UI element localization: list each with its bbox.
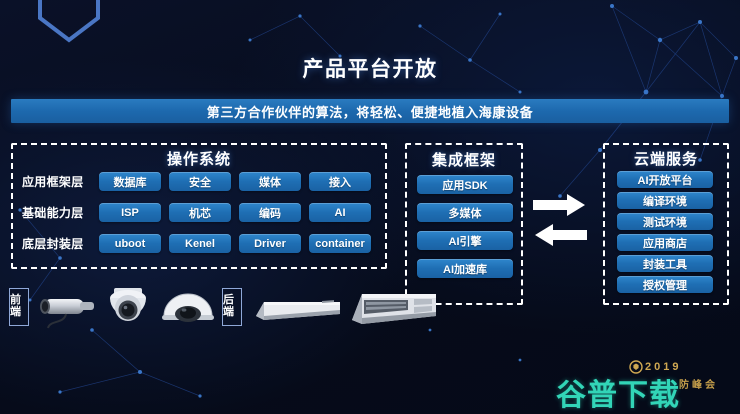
- front-end-tier-label: 前端: [9, 288, 29, 326]
- nvr-recorder-icon: [256, 300, 340, 320]
- arrow-right-icon: [533, 194, 585, 216]
- hexagon-decoration-icon: [38, 0, 100, 43]
- summit-shield-icon: [629, 360, 643, 374]
- watermark-text: 谷普下载: [556, 379, 680, 412]
- os-module-button[interactable]: AI: [309, 203, 371, 222]
- os-module-button[interactable]: Kenel: [169, 234, 231, 253]
- integration-framework-list: 应用SDK 多媒体 AI引擎 AI加速库: [417, 175, 513, 278]
- bidirectional-arrows: [533, 194, 587, 246]
- os-layer-row-base-capability: 基础能力层 ISP 机芯 编码 AI: [13, 203, 385, 222]
- arrow-left-icon: [535, 224, 587, 246]
- operating-system-panel: 操作系统 应用框架层 数据库 安全 媒体 接入 基础能力层 ISP 机芯 编码 …: [11, 143, 387, 269]
- integration-module-button[interactable]: AI加速库: [417, 259, 513, 278]
- integration-module-button[interactable]: 应用SDK: [417, 175, 513, 194]
- ptz-dome-camera-icon: [110, 288, 146, 321]
- operating-system-panel-title: 操作系统: [166, 151, 231, 168]
- bullet-camera-icon: [40, 299, 94, 329]
- cloud-service-button[interactable]: 编译环境: [617, 192, 713, 209]
- os-layer-label: 底层封装层: [22, 237, 84, 251]
- os-module-button[interactable]: Driver: [239, 234, 301, 253]
- os-module-button[interactable]: 媒体: [239, 172, 301, 191]
- cloud-services-panel-title: 云端服务: [633, 151, 698, 168]
- summit-logo-year: 2019: [645, 361, 682, 373]
- os-module-button[interactable]: 机芯: [169, 203, 231, 222]
- summit-logo-subtitle: 防峰会: [679, 380, 718, 391]
- cloud-service-button[interactable]: AI开放平台: [617, 171, 713, 188]
- os-layer-label: 基础能力层: [22, 206, 84, 220]
- os-module-button[interactable]: 数据库: [99, 172, 161, 191]
- integration-framework-panel-title: 集成框架: [431, 152, 496, 169]
- os-module-button[interactable]: 编码: [239, 203, 301, 222]
- dome-camera-icon: [162, 293, 214, 322]
- cloud-service-button[interactable]: 封装工具: [617, 255, 713, 272]
- integration-module-button[interactable]: 多媒体: [417, 203, 513, 222]
- cloud-service-button[interactable]: 测试环境: [617, 213, 713, 230]
- integration-module-button[interactable]: AI引擎: [417, 231, 513, 250]
- os-layer-row-low-level-encapsulation: 底层封装层 uboot Kenel Driver container: [13, 234, 385, 253]
- subtitle-banner: 第三方合作伙伴的算法，将轻松、便捷地植入海康设备: [11, 99, 729, 123]
- summit-logo: 2019 防峰会: [623, 360, 731, 392]
- back-end-tier-text: 后端: [223, 294, 234, 318]
- device-strip: 前端 后端: [0, 282, 740, 334]
- back-end-tier-label: 后端: [222, 288, 242, 326]
- os-layer-row-application-framework: 应用框架层 数据库 安全 媒体 接入: [13, 172, 385, 191]
- integration-framework-panel: 集成框架 应用SDK 多媒体 AI引擎 AI加速库: [405, 143, 523, 305]
- cloud-service-button[interactable]: 授权管理: [617, 276, 713, 293]
- os-module-button[interactable]: uboot: [99, 234, 161, 253]
- os-layer-label: 应用框架层: [22, 175, 84, 189]
- os-module-button[interactable]: 安全: [169, 172, 231, 191]
- page-title: 产品平台开放: [302, 58, 438, 81]
- rack-server-icon: [352, 294, 436, 324]
- front-end-tier-text: 前端: [10, 294, 21, 318]
- os-module-button[interactable]: container: [309, 234, 371, 253]
- cloud-services-list: AI开放平台 编译环境 测试环境 应用商店 封装工具 授权管理: [617, 171, 713, 293]
- cloud-service-button[interactable]: 应用商店: [617, 234, 713, 251]
- cloud-services-panel: 云端服务 AI开放平台 编译环境 测试环境 应用商店 封装工具 授权管理: [603, 143, 729, 305]
- os-module-button[interactable]: ISP: [99, 203, 161, 222]
- os-module-button[interactable]: 接入: [309, 172, 371, 191]
